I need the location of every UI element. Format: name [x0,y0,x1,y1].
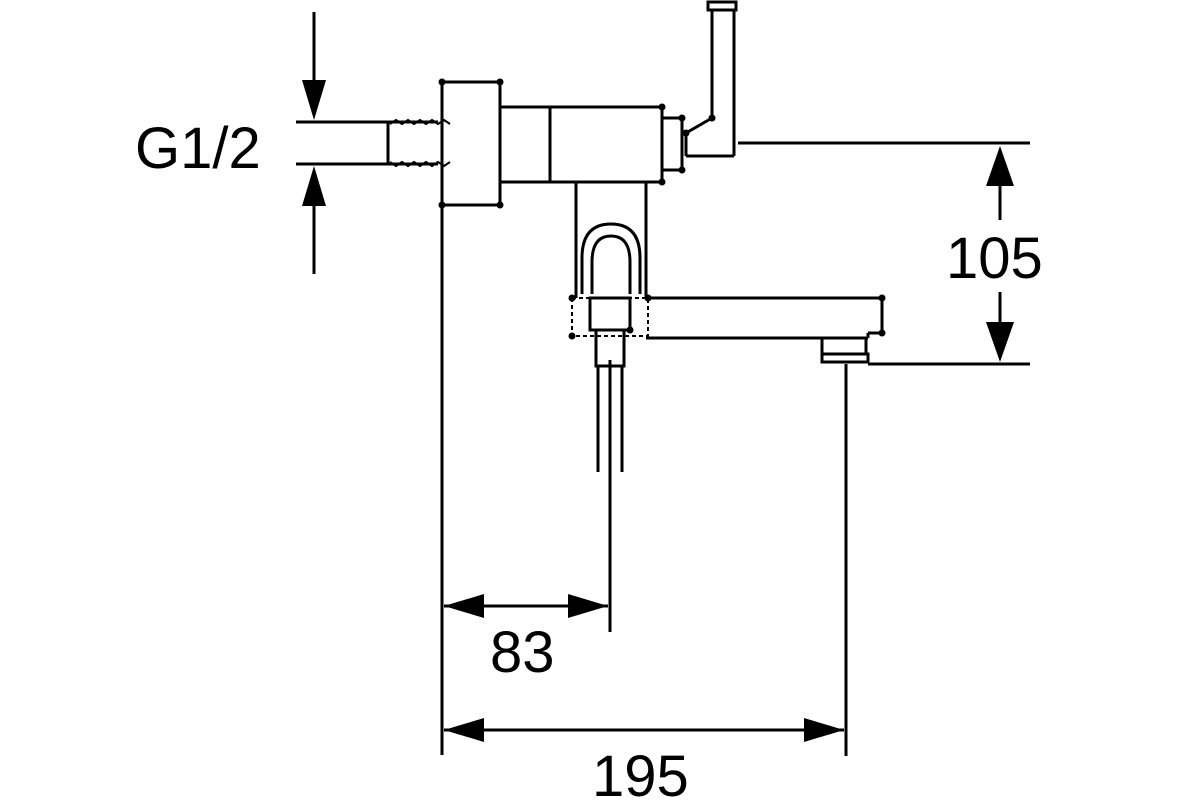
height-arrow-top [986,146,1014,186]
offset-arrow-right [568,594,608,618]
spout [646,294,886,340]
thread-size-label: G1/2 [135,116,261,181]
outlet-offset-label: 83 [490,620,555,685]
shower-outlet [568,294,652,472]
spout-reach-label: 195 [592,744,689,800]
thread-arrow-bottom [302,166,326,206]
thread-arrow-top [302,80,326,120]
aerator [820,336,870,364]
reach-arrow-right [804,718,844,742]
offset-arrow-left [444,594,484,618]
lever-handle [682,0,738,158]
mixer-body [500,103,686,186]
diverter-neck [574,182,648,298]
reach-arrow-left [444,718,484,742]
spout-reach-dimension: 195 [444,364,848,800]
wall-flange [438,78,504,755]
height-label: 105 [946,226,1043,291]
threaded-connector [386,118,451,168]
height-dimension: 105 [738,141,1043,366]
outlet-offset-dimension: 83 [444,360,612,685]
height-arrow-bottom [986,322,1014,362]
thread-dimension: G1/2 [135,12,438,274]
